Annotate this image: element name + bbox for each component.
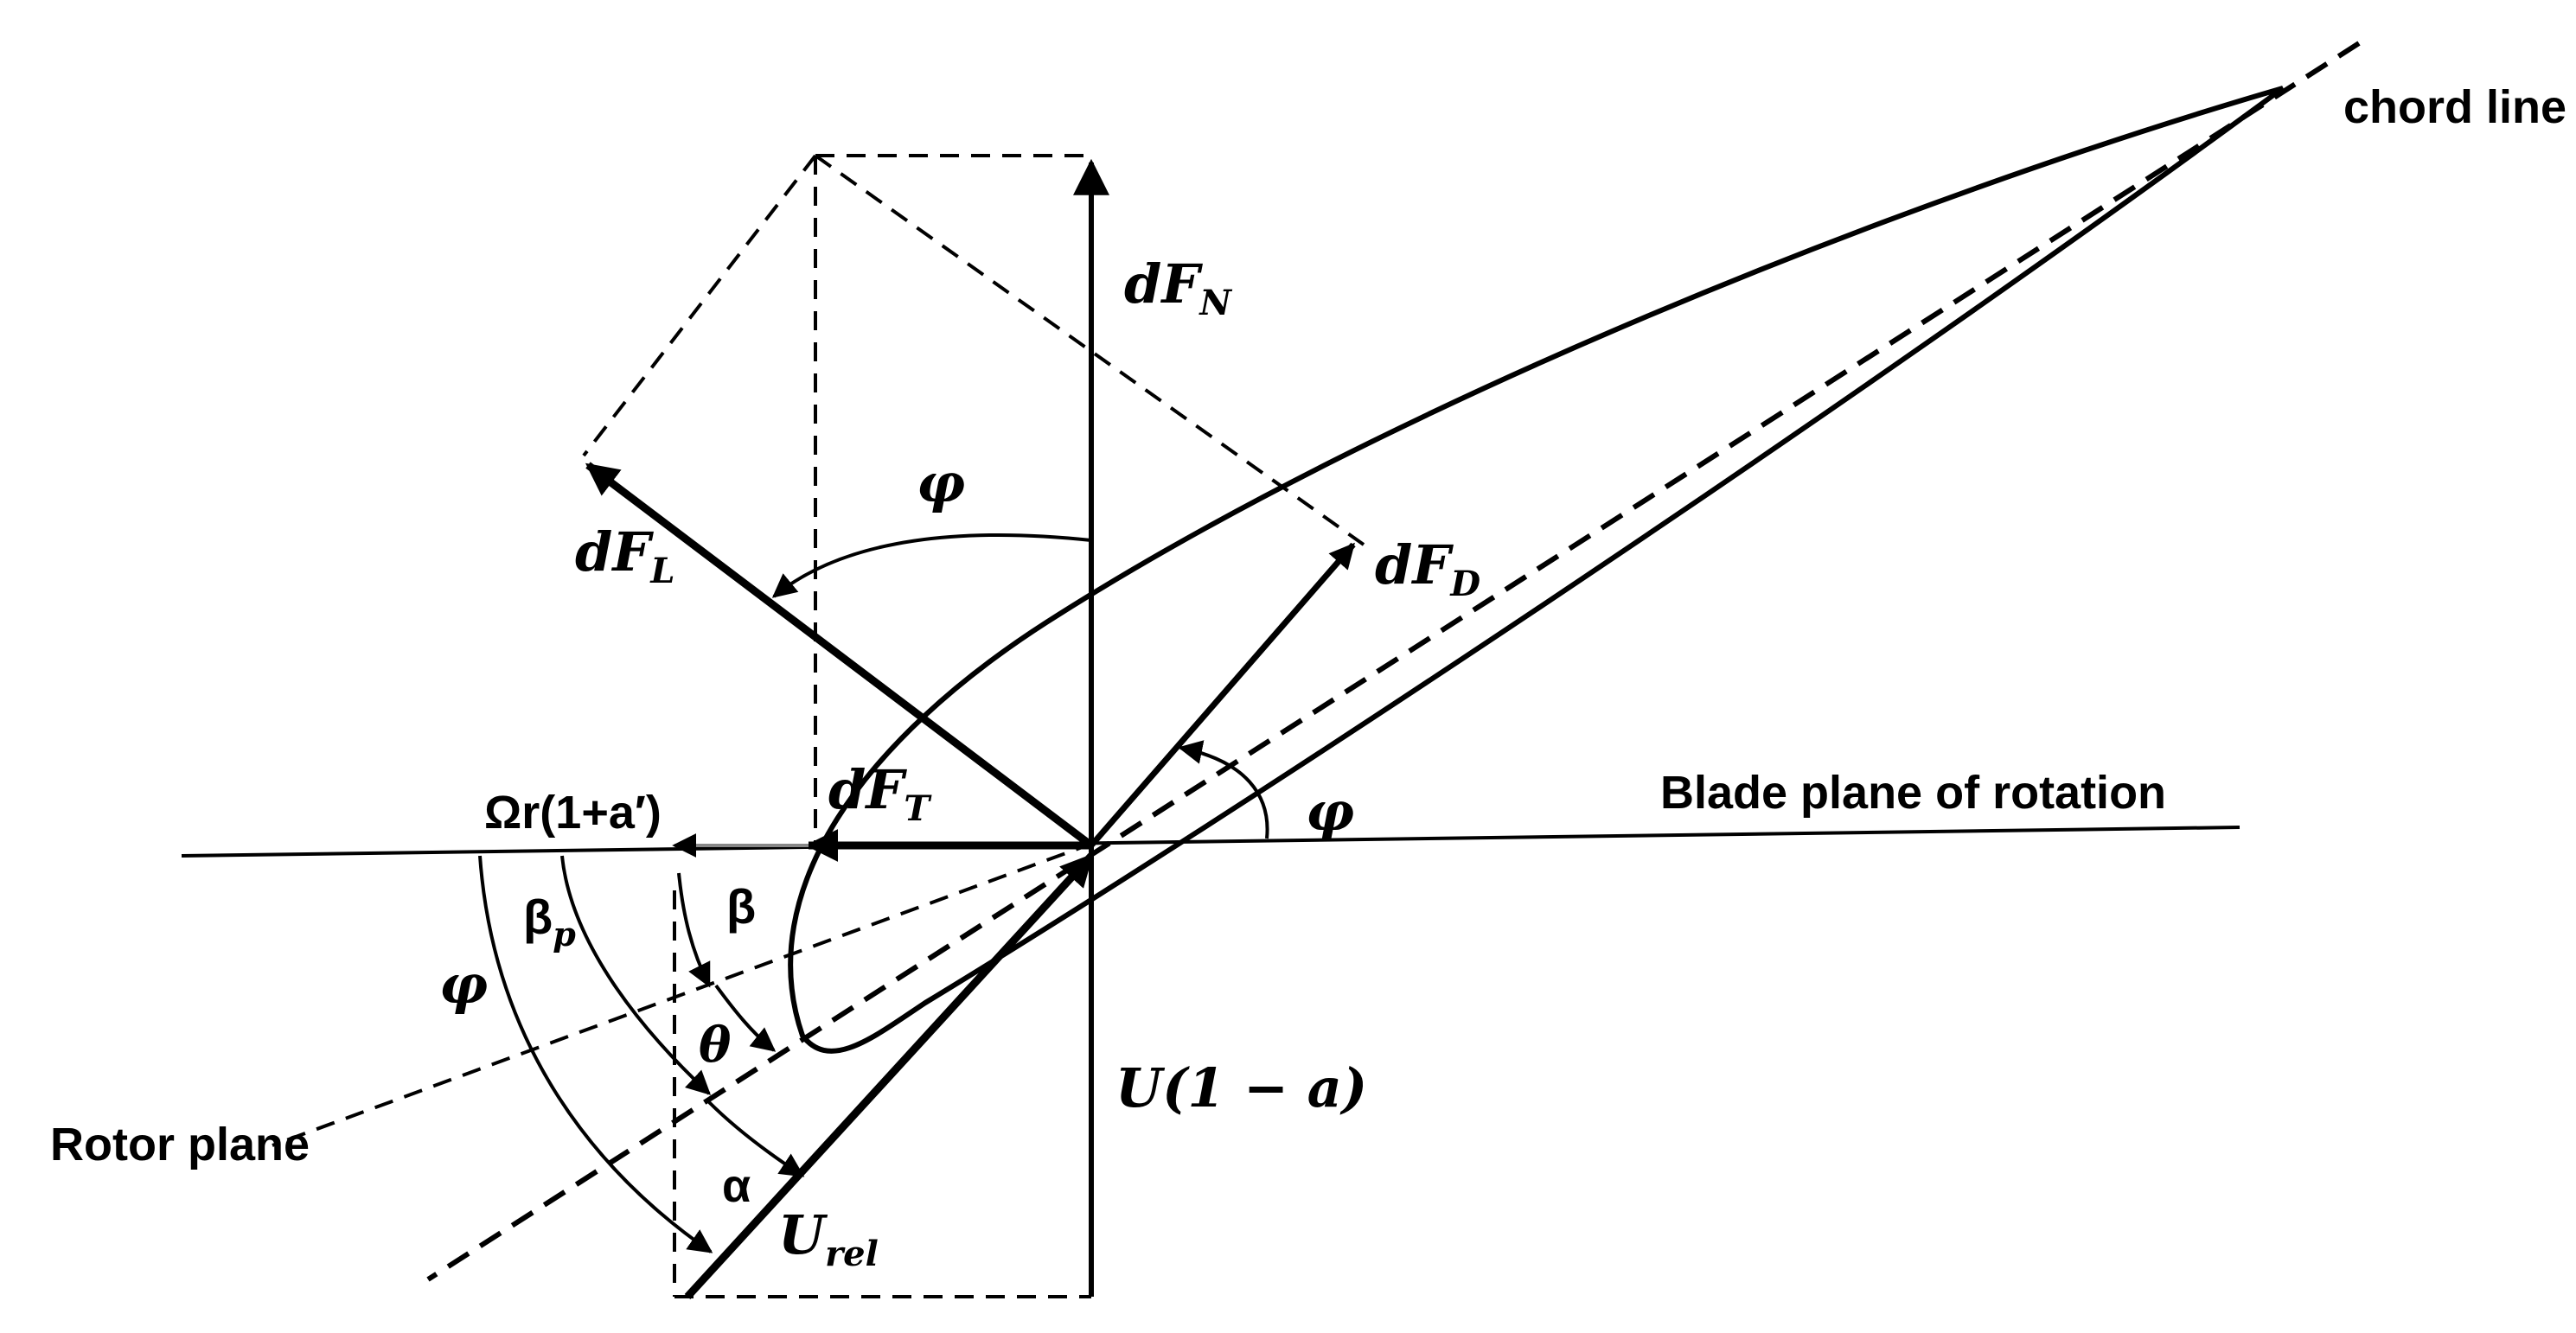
phi-label-top: φ [917, 451, 965, 514]
urel-label: Urel [778, 1203, 879, 1274]
betap-label: βp [523, 890, 576, 954]
beta-arc [677, 872, 711, 988]
rotor-plane-line [272, 841, 1095, 1147]
dFN-label: dFN [1124, 252, 1232, 323]
phi-arc-right [1178, 740, 1269, 839]
urel-arrow [684, 852, 1095, 1300]
force-construction-lines [582, 154, 1365, 1298]
blade-plane-of-rotation-line [181, 826, 2240, 858]
phi-arc-top [771, 533, 1092, 598]
theta-arc [714, 984, 777, 1052]
rotor-plane-label: Rotor plane [50, 1119, 310, 1170]
dFD-label: dFD [1375, 533, 1480, 604]
theta-label: θ [699, 1017, 732, 1074]
phi-label-right: φ [1306, 780, 1354, 843]
angle-arcs [478, 533, 1269, 1253]
blade-plane-label: Blade plane of rotation [1660, 767, 2166, 819]
alpha-label: α [722, 1160, 751, 1212]
dFD-arrow [1089, 542, 1356, 848]
dFL-arrow [585, 462, 1094, 849]
phi-label-left: φ [439, 953, 488, 1016]
chord-line [426, 41, 2361, 1282]
alpha-arc [707, 1100, 805, 1177]
betap-arc [560, 855, 712, 1095]
u-axial-label: U(1 − a) [1115, 1056, 1367, 1119]
beta-label: β [726, 879, 756, 934]
dFT-label: dFT [828, 758, 932, 829]
chord-line-label: chord line [2343, 81, 2566, 133]
dFL-label: dFL [575, 520, 675, 591]
airfoil-outline [788, 86, 2285, 1054]
phi-arc-left [478, 855, 713, 1253]
omega-r-label: Ωr(1+a′) [484, 787, 662, 839]
